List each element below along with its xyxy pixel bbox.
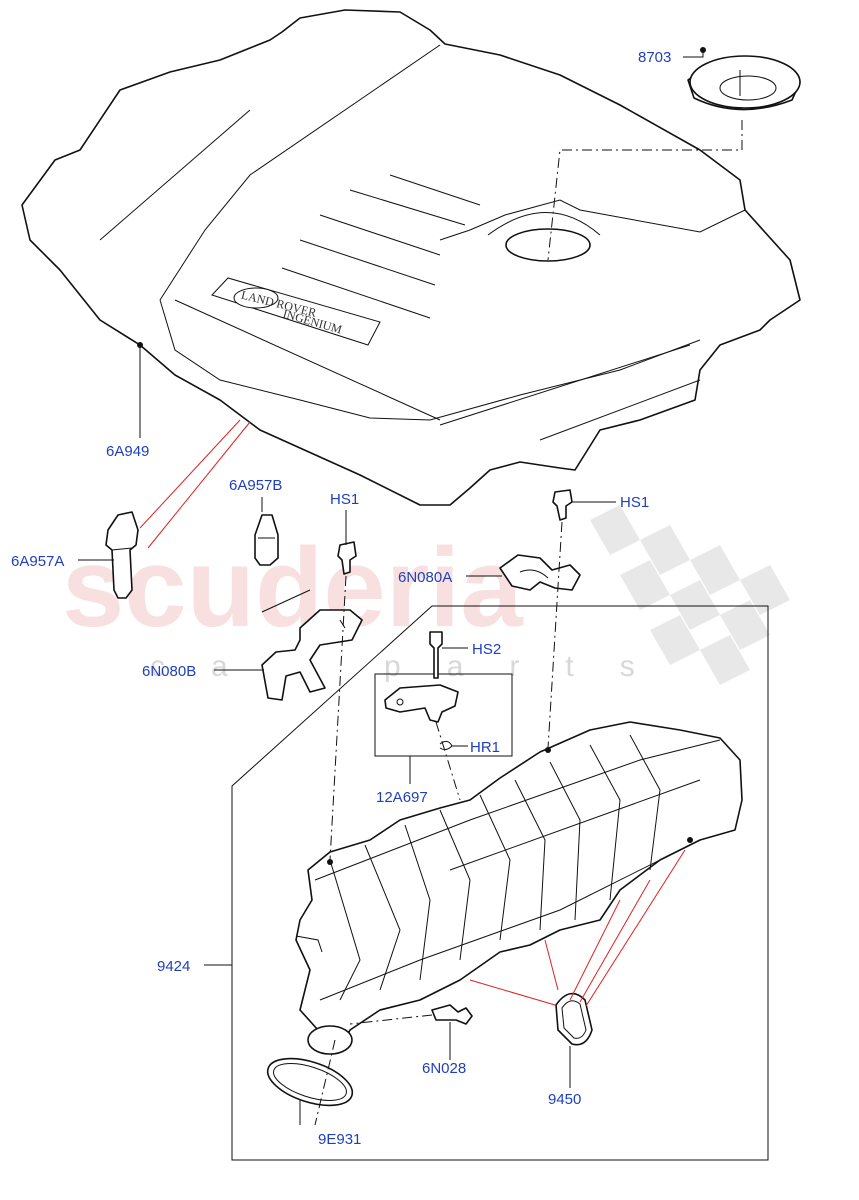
label-12A697: 12A697	[376, 789, 428, 806]
bolt-hs1-left	[337, 541, 357, 575]
fit-line	[579, 879, 651, 1003]
fit-line	[147, 421, 251, 549]
bolt-hs1-left-centerline	[329, 575, 347, 861]
fit-line	[139, 419, 241, 529]
grommet-8703	[687, 55, 801, 111]
label-6N080B: 6N080B	[142, 663, 196, 680]
grommet-centerline	[547, 120, 743, 261]
leader-8703	[683, 50, 704, 58]
bolt-hs2	[429, 631, 443, 679]
bolt-6N028-centerline	[349, 1014, 433, 1025]
label-9E931: 9E931	[318, 1131, 361, 1148]
pin-6A957B	[254, 514, 279, 566]
o-ring-hr1	[439, 740, 453, 751]
intake-manifold	[295, 721, 743, 1055]
pin-6A957A	[105, 511, 139, 599]
label-9450: 9450	[548, 1091, 581, 1108]
bolt-hs1-right	[552, 489, 573, 521]
label-6A957B: 6A957B	[229, 477, 282, 494]
gasket-9450	[555, 992, 593, 1046]
label-hs2: HS2	[472, 641, 501, 658]
watermark: scuderia car parts	[62, 505, 790, 685]
label-6A957A: 6A957A	[11, 553, 64, 570]
bracket-6N080B	[261, 589, 363, 701]
label-6N080A: 6N080A	[398, 569, 452, 586]
bolt-6N028	[431, 1004, 473, 1025]
label-8703: 8703	[638, 49, 671, 66]
seal-9E931-centerline	[314, 1039, 336, 1126]
checkered-flag-graphic	[590, 505, 790, 685]
watermark-main-text: scuderia	[62, 525, 523, 650]
label-hs1-right: HS1	[620, 494, 649, 511]
sensor-centerline	[435, 721, 461, 801]
bolt-hs1-right-centerline	[547, 521, 563, 749]
label-9424: 9424	[157, 958, 190, 975]
fit-line	[469, 979, 556, 1006]
label-6N028: 6N028	[422, 1060, 466, 1077]
sensor-12A697	[384, 684, 459, 723]
fit-line	[569, 899, 621, 1001]
label-hr1: HR1	[470, 739, 500, 756]
fit-line	[544, 939, 559, 991]
label-6A949: 6A949	[106, 443, 149, 460]
assembly-frame	[231, 605, 769, 1161]
fit-line	[585, 849, 686, 1007]
engine-cover: LAND ROVER INGENIUM	[21, 9, 801, 506]
label-hs1-left: HS1	[330, 491, 359, 508]
watermark-sub-text: car parts	[150, 650, 681, 683]
clip-6N080A	[499, 554, 581, 591]
sensor-callout-box	[374, 673, 513, 757]
seal-9E931	[266, 1057, 354, 1107]
